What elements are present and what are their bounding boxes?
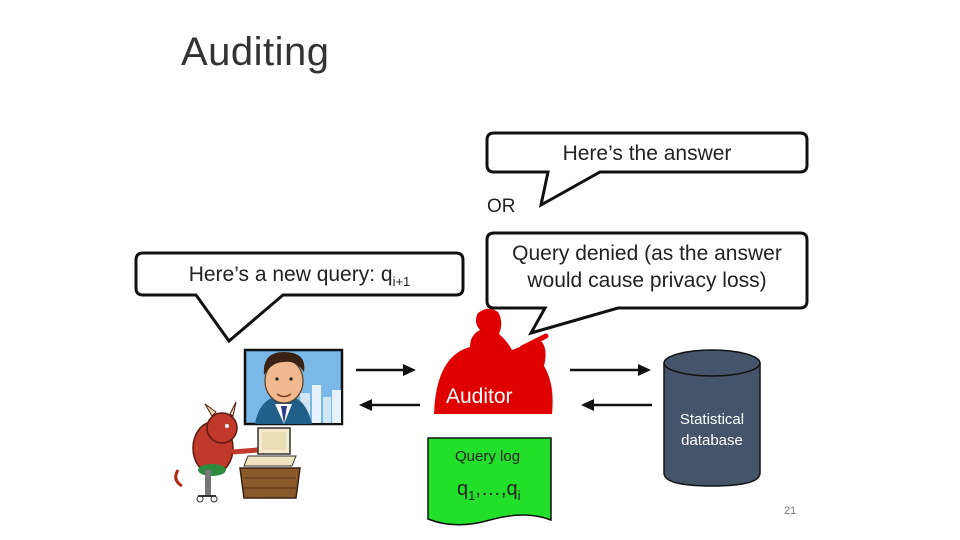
answer-bubble-text: Here’s the answer bbox=[562, 142, 732, 165]
denied-bubble bbox=[485, 231, 809, 336]
database-label-line-2: database bbox=[681, 432, 743, 449]
auditor-to-user-arrow bbox=[359, 399, 420, 411]
auditor-label: Auditor bbox=[446, 385, 513, 408]
user-portrait-icon bbox=[243, 348, 344, 426]
query-log-range: q1,…,qi bbox=[457, 478, 521, 503]
slide-title: Auditing bbox=[181, 30, 330, 74]
database-label-line-1: Statistical bbox=[679, 411, 745, 428]
page-number: 21 bbox=[784, 505, 797, 517]
answer-bubble bbox=[485, 131, 809, 208]
log-q1: q bbox=[457, 478, 469, 500]
log-sub-1: 1 bbox=[468, 488, 476, 503]
log-mid: ,…,q bbox=[475, 478, 518, 500]
query-log-label: Query log bbox=[455, 448, 521, 465]
log-sub-i: i bbox=[517, 488, 521, 503]
denied-bubble-text: Query denied (as the answer would cause … bbox=[487, 240, 807, 294]
database-to-auditor-arrow bbox=[581, 399, 652, 411]
devil-hacker-icon bbox=[174, 401, 301, 503]
database-cylinder-icon bbox=[663, 349, 761, 487]
query-text: Here’s a new query: q bbox=[188, 263, 393, 286]
query-bubble-text: Here’s a new query: qi+1 bbox=[136, 261, 463, 295]
query-bubble bbox=[134, 251, 465, 344]
query-subscript: i+1 bbox=[392, 274, 411, 290]
auditor-figure bbox=[434, 308, 553, 414]
database-label: Statistical database bbox=[664, 409, 760, 451]
user-to-auditor-arrow bbox=[356, 364, 416, 376]
auditor-to-database-arrow bbox=[570, 364, 651, 376]
or-label: OR bbox=[487, 196, 516, 217]
query-log-document bbox=[427, 437, 552, 526]
denied-text-line-1: Query denied (as the answer bbox=[512, 242, 782, 265]
denied-text-line-2: would cause privacy loss) bbox=[527, 269, 767, 292]
